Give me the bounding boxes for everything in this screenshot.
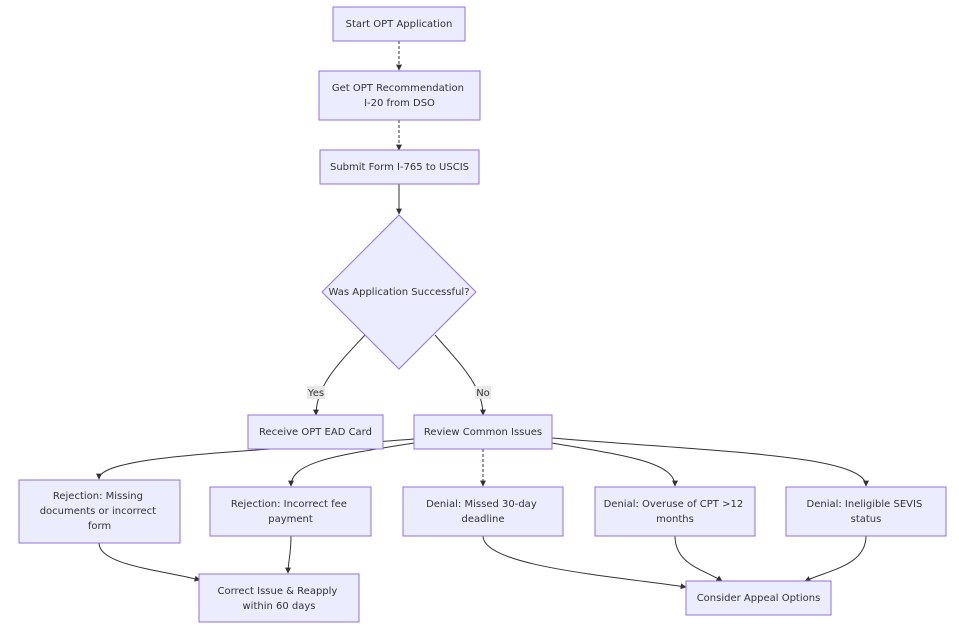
svg-text:Rejection: Incorrect fee: Rejection: Incorrect fee payment	[231, 499, 350, 525]
node-den-cpt[interactable]: Denial: Overuse of CPT >12 months	[594, 486, 756, 537]
node-decision[interactable]: Was Application Successful?	[321, 214, 477, 370]
edge-den-sevis-to-appeal	[804, 535, 867, 582]
node-den-sevis-label-1: Denial: Ineligible SEVIS	[807, 499, 923, 510]
node-recommend-label-1: Get OPT Recommendation	[332, 83, 464, 94]
edge-rej-fee-to-reapply	[285, 535, 292, 574]
edge-label-no-text: No	[476, 388, 490, 399]
edge-label-yes-text: Yes	[307, 388, 324, 399]
node-den-sevis[interactable]: Denial: Ineligible SEVIS status	[785, 486, 947, 537]
node-recommend[interactable]: Get OPT Recommendation I-20 from DSO	[318, 70, 481, 121]
node-decision-label: Was Application Successful?	[328, 287, 469, 298]
node-den-cpt-label-2: months	[656, 514, 694, 525]
edge-decision-to-review	[434, 334, 486, 416]
edge-rej-docs-to-reapply	[98, 542, 201, 582]
node-receive[interactable]: Receive OPT EAD Card	[247, 414, 384, 450]
svg-text:Review Common Issues: Review Common Issues	[424, 427, 542, 438]
svg-text:Denial: Overuse of CPT >12: Denial: Overuse of CPT >12 months	[604, 499, 747, 525]
svg-text:Submit Form I-765 to USCIS: Submit Form I-765 to USCIS	[330, 162, 469, 173]
svg-text:Start OPT Application: Start OPT Application	[346, 19, 453, 30]
node-submit-label: Submit Form I-765 to USCIS	[330, 162, 469, 173]
node-reapply-label-1: Correct Issue & Reapply	[217, 586, 337, 597]
edge-review-to-den-cpt	[551, 442, 678, 487]
node-rej-fee[interactable]: Rejection: Incorrect fee payment	[209, 486, 372, 537]
edge-label-no: No	[475, 386, 491, 399]
node-reapply[interactable]: Correct Issue & Reapply within 60 days	[198, 573, 360, 623]
edge-decision-to-receive	[313, 334, 366, 416]
node-den-deadline-label-1: Denial: Missed 30-day	[426, 499, 537, 510]
node-review-label: Review Common Issues	[424, 427, 542, 438]
svg-text:Rejection: Missing docum: Rejection: Missing documents or incorrec…	[40, 491, 160, 532]
edge-review-to-den-sevis	[551, 437, 869, 487]
node-start[interactable]: Start OPT Application	[332, 6, 466, 42]
node-den-sevis-label-2: status	[851, 514, 882, 525]
node-submit[interactable]: Submit Form I-765 to USCIS	[319, 149, 480, 185]
node-review[interactable]: Review Common Issues	[413, 414, 553, 450]
node-rej-fee-label-2: payment	[268, 514, 313, 525]
svg-text:Correct Issue & Reapply: Correct Issue & Reapply within 60 days	[217, 586, 340, 612]
svg-text:Was Application Successful?: Was Application Successful?	[328, 287, 469, 298]
svg-text:Consider Appeal Options: Consider Appeal Options	[697, 593, 821, 604]
node-receive-label: Receive OPT EAD Card	[259, 427, 372, 438]
node-den-deadline[interactable]: Denial: Missed 30-day deadline	[402, 486, 564, 537]
edge-den-deadline-to-appeal	[482, 535, 687, 590]
node-recommend-label-2: I-20 from DSO	[364, 98, 435, 109]
edge-review-to-rej-fee	[288, 442, 415, 487]
node-reapply-label-2: within 60 days	[242, 601, 315, 612]
edge-den-cpt-to-appeal	[674, 535, 723, 582]
node-den-cpt-label-1: Denial: Overuse of CPT >12	[604, 499, 744, 510]
node-rej-docs-label-1: Rejection: Missing	[53, 491, 143, 502]
svg-text:Denial: Missed 30-day de: Denial: Missed 30-day deadline	[426, 499, 540, 525]
node-rej-docs-label-2: documents or incorrect	[40, 506, 156, 517]
node-appeal-label: Consider Appeal Options	[697, 593, 821, 604]
node-start-label: Start OPT Application	[346, 19, 453, 30]
svg-text:Get OPT Recommendation I: Get OPT Recommendation I-20 from DSO	[332, 83, 467, 109]
node-rej-fee-label-1: Rejection: Incorrect fee	[231, 499, 347, 510]
edge-label-yes: Yes	[307, 386, 325, 399]
svg-text:Denial: Ineligible SEVIS: Denial: Ineligible SEVIS status	[807, 499, 926, 525]
node-appeal[interactable]: Consider Appeal Options	[685, 580, 832, 616]
node-rej-docs-label-3: form	[88, 521, 111, 532]
node-den-deadline-label-2: deadline	[461, 514, 504, 525]
svg-text:Receive OPT EAD Card: Receive OPT EAD Card	[259, 427, 372, 438]
node-rej-docs[interactable]: Rejection: Missing documents or incorrec…	[18, 479, 181, 544]
